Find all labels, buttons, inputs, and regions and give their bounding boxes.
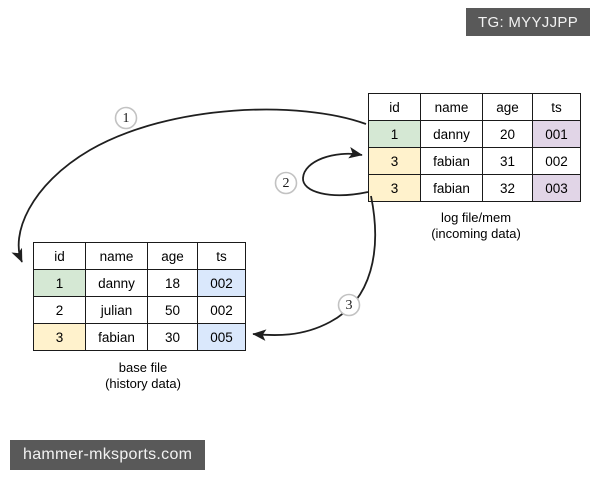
column-header-ts: ts [532, 93, 581, 121]
table-row: 1 danny 18 002 [33, 269, 246, 297]
cell-name: fabian [85, 323, 148, 351]
cell-id: 3 [368, 147, 421, 175]
cell-ts: 002 [532, 147, 581, 175]
cell-ts: 002 [197, 269, 246, 297]
cell-age: 50 [147, 296, 198, 324]
table-row: 1 danny 20 001 [368, 120, 581, 148]
step-marker-1-label: 1 [123, 111, 130, 126]
column-header-ts: ts [197, 242, 246, 270]
cell-name: fabian [420, 174, 483, 202]
column-header-age: age [482, 93, 533, 121]
log-file-table: id name age ts 1 danny 20 001 3 fabian 3… [368, 93, 581, 202]
step-marker-2: 2 [274, 171, 298, 195]
cell-id: 2 [33, 296, 86, 324]
step-marker-3: 3 [337, 293, 361, 317]
step-marker-1: 1 [114, 106, 138, 130]
table-header-row: id name age ts [368, 93, 581, 121]
cell-age: 32 [482, 174, 533, 202]
watermark-top-right: TG: MYYJJPP [466, 8, 590, 36]
cell-name: danny [85, 269, 148, 297]
cell-name: fabian [420, 147, 483, 175]
cell-id: 1 [368, 120, 421, 148]
column-header-name: name [420, 93, 483, 121]
cell-ts: 005 [197, 323, 246, 351]
watermark-bottom-left: hammer-mksports.com [10, 440, 206, 470]
cell-age: 18 [147, 269, 198, 297]
cell-age: 30 [147, 323, 198, 351]
arrow-two-path [302, 147, 369, 197]
table-header-row: id name age ts [33, 242, 246, 270]
arrow-three-path [252, 195, 377, 341]
cell-name: julian [85, 296, 148, 324]
cell-ts: 003 [532, 174, 581, 202]
cell-name: danny [420, 120, 483, 148]
cell-id: 3 [33, 323, 86, 351]
cell-id: 3 [368, 174, 421, 202]
column-header-id: id [368, 93, 421, 121]
table-row: 3 fabian 31 002 [368, 147, 581, 175]
table-row: 2 julian 50 002 [33, 296, 246, 324]
table-row: 3 fabian 32 003 [368, 174, 581, 202]
base-file-caption: base file (history data) [105, 360, 181, 391]
cell-age: 31 [482, 147, 533, 175]
arrow-one-path [11, 108, 367, 263]
cell-ts: 002 [197, 296, 246, 324]
base-file-table: id name age ts 1 danny 18 002 2 julian 5… [33, 242, 246, 351]
cell-age: 20 [482, 120, 533, 148]
table-row: 3 fabian 30 005 [33, 323, 246, 351]
column-header-id: id [33, 242, 86, 270]
cell-ts: 001 [532, 120, 581, 148]
step-marker-2-label: 2 [283, 176, 290, 191]
column-header-name: name [85, 242, 148, 270]
cell-id: 1 [33, 269, 86, 297]
log-file-caption: log file/mem (incoming data) [431, 210, 521, 241]
column-header-age: age [147, 242, 198, 270]
step-marker-3-label: 3 [346, 298, 353, 313]
